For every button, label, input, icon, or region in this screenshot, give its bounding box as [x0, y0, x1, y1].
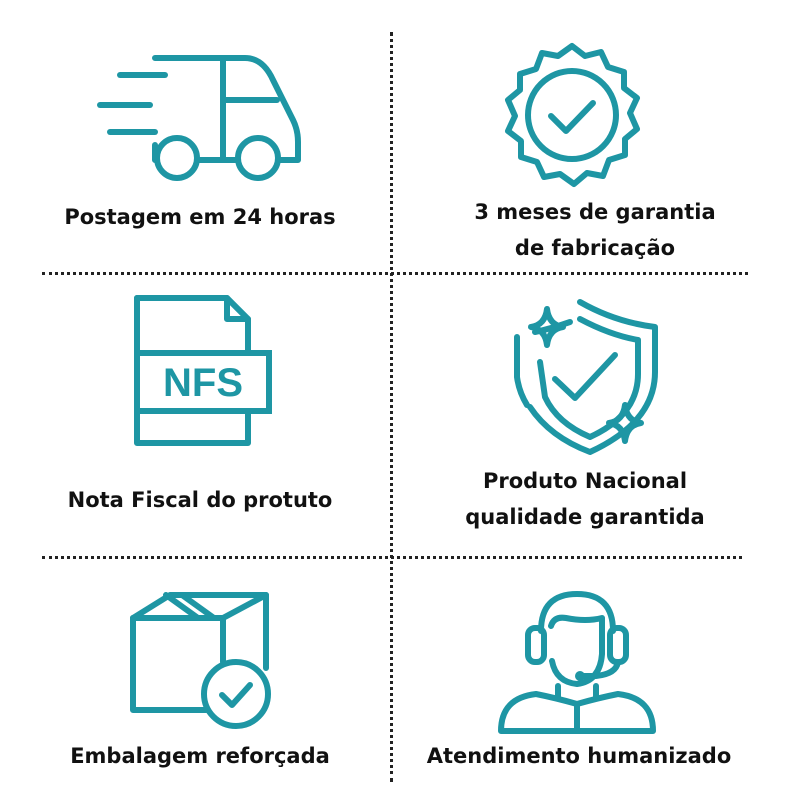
feature-label-national-product: Produto Nacional qualidade garantida — [465, 469, 705, 529]
horizontal-divider-top — [42, 272, 748, 275]
feature-label-shipping: Postagem em 24 horas — [64, 205, 336, 229]
feature-label-invoice: Nota Fiscal do protuto — [67, 488, 333, 512]
invoice-icon-text: NFS — [163, 361, 243, 405]
horizontal-divider-bottom — [42, 556, 742, 559]
feature-label-warranty: 3 meses de garantia de fabricação — [474, 200, 716, 260]
invoice-document-icon: NFS — [132, 293, 274, 451]
shield-check-icon — [505, 297, 665, 457]
warranty-badge-icon — [497, 40, 647, 190]
support-headset-icon — [496, 586, 658, 734]
delivery-truck-icon — [95, 50, 305, 181]
vertical-divider — [390, 32, 393, 782]
feature-label-packaging: Embalagem reforçada — [70, 744, 330, 768]
package-check-icon — [128, 590, 278, 740]
feature-label-support: Atendimento humanizado — [426, 744, 732, 768]
